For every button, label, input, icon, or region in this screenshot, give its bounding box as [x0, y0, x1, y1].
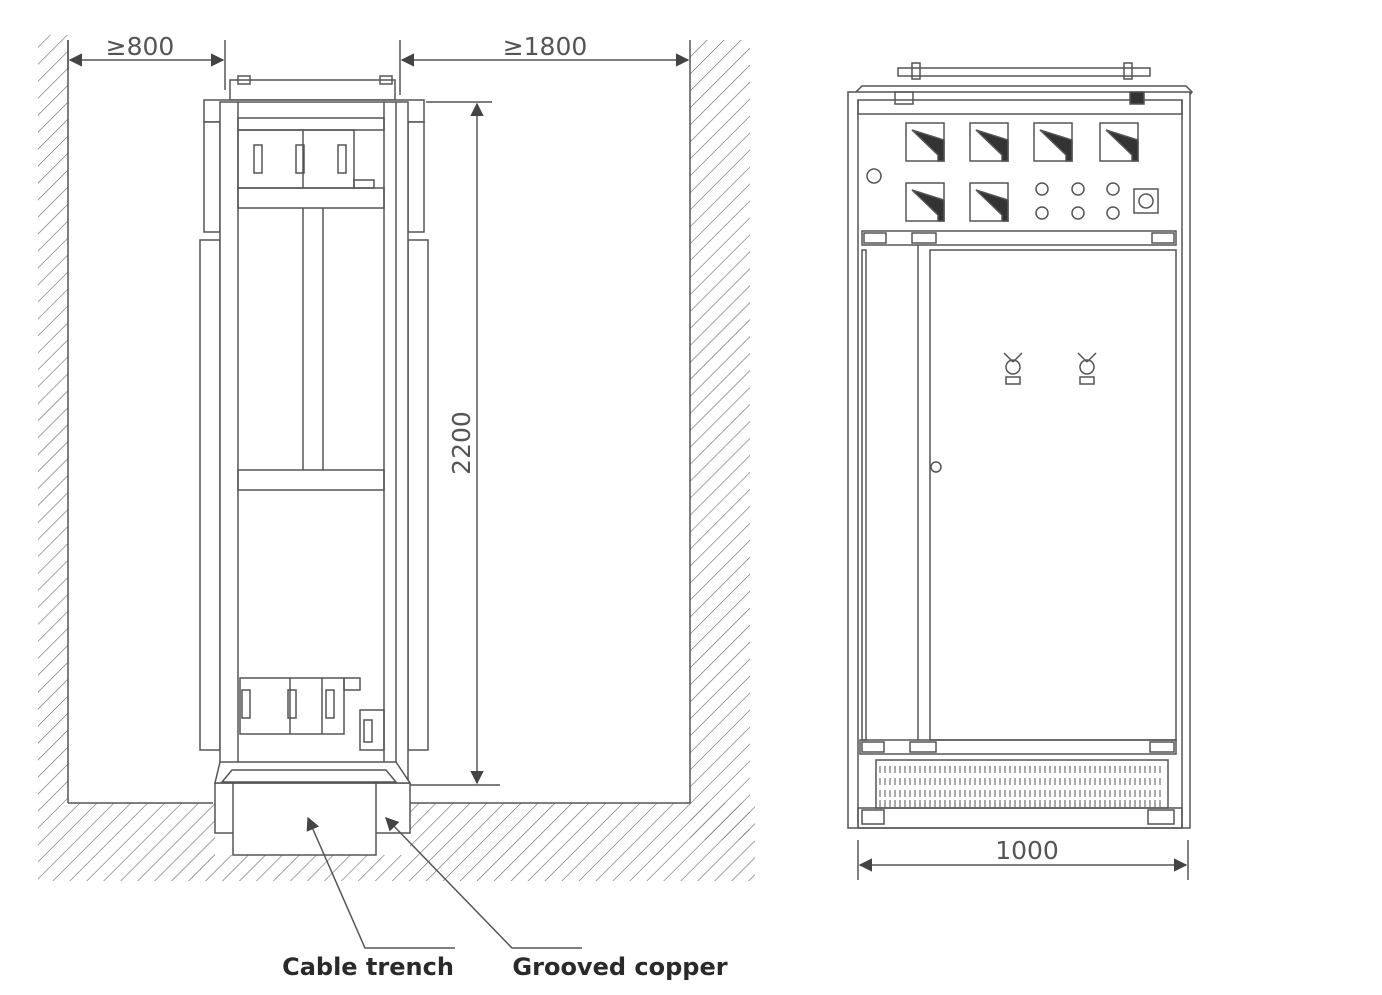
indicator-light-icon — [1035, 182, 1120, 220]
side-view — [38, 35, 755, 949]
floor — [38, 803, 215, 881]
right-wall — [690, 40, 750, 840]
cable-trench-label: Cable trench — [282, 953, 454, 981]
dim-width — [857, 840, 1189, 880]
dim-right-clearance — [399, 40, 690, 95]
cabinet-front-frame — [847, 91, 1191, 829]
door-handle-icon — [930, 461, 942, 473]
ventilation-grille — [875, 759, 1169, 809]
dim-left-clearance — [67, 40, 226, 90]
right-clearance-label: ≥1800 — [503, 32, 588, 61]
cabinet-side — [199, 75, 429, 784]
lock-icon — [866, 168, 882, 184]
front-view — [847, 62, 1193, 880]
push-button-icon — [1133, 188, 1159, 214]
cable-trench-leader — [306, 816, 455, 949]
bottom-busbar-clamps — [239, 677, 345, 735]
width-label: 1000 — [995, 836, 1059, 865]
selector-switch-icon — [1003, 352, 1097, 385]
top-busbar-clamps — [237, 129, 355, 189]
cable-trench — [214, 782, 411, 856]
left-wall — [38, 35, 68, 803]
grooved-copper-leader — [385, 817, 582, 949]
dim-height — [410, 101, 500, 786]
height-label: 2200 — [447, 411, 476, 475]
grooved-copper-label: Grooved copper — [512, 953, 727, 981]
instrument-panel — [866, 122, 1159, 222]
panel-meter-icon — [905, 122, 1139, 222]
left-clearance-label: ≥800 — [106, 32, 175, 61]
